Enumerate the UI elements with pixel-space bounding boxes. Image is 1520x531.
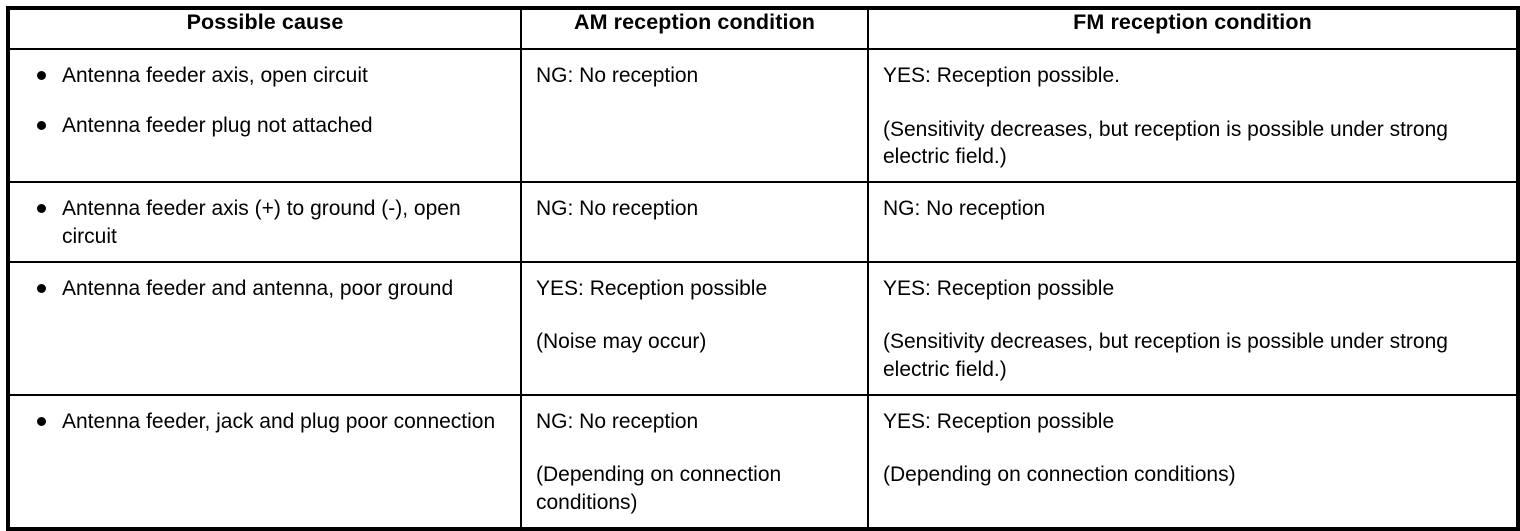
cause-list: Antenna feeder axis, open circuit Antenn…	[24, 62, 510, 139]
cause-cell-content: Antenna feeder, jack and plug poor conne…	[10, 396, 520, 446]
fm-result-text: YES: Reception possible	[883, 276, 1115, 300]
cell-am-condition: NG: No reception	[520, 181, 869, 263]
am-result-text: YES: Reception possible	[536, 276, 768, 300]
cause-text: Antenna feeder plug not attached	[62, 113, 373, 137]
cause-list: Antenna feeder, jack and plug poor conne…	[24, 408, 510, 436]
bullet-icon	[37, 283, 46, 293]
header-row: Possible cause AM reception condition FM…	[7, 7, 1519, 50]
am-result-text: NG: No reception	[536, 409, 699, 433]
bullet-icon	[37, 416, 46, 426]
fm-result-text: YES: Reception possible.	[883, 64, 1120, 87]
fm-note-text: (Sensitivity decreases, but reception is…	[883, 330, 1448, 382]
table-row: Antenna feeder and antenna, poor ground …	[7, 260, 1519, 396]
cause-text: Antenna feeder and antenna, poor ground	[62, 276, 454, 300]
cause-text: Antenna feeder axis (+) to ground (-), o…	[62, 197, 461, 248]
cause-text: Antenna feeder, jack and plug poor conne…	[62, 409, 496, 433]
list-item: Antenna feeder and antenna, poor ground	[24, 275, 510, 303]
cell-fm-condition: YES: Reception possible. (Sensitivity de…	[867, 47, 1519, 184]
fm-result-text: NG: No reception	[883, 197, 1046, 221]
cell-possible-cause: Antenna feeder and antenna, poor ground	[7, 260, 522, 396]
cell-am-condition: NG: No reception	[520, 47, 869, 184]
am-note-text: (Depending on connection conditions)	[536, 463, 782, 515]
table-row: Antenna feeder axis, open circuit Antenn…	[7, 47, 1519, 184]
cause-list: Antenna feeder axis (+) to ground (-), o…	[24, 195, 510, 250]
fm-cell-content: YES: Reception possible. (Sensitivity de…	[869, 50, 1516, 181]
bullet-icon	[37, 120, 46, 130]
cell-am-condition: YES: Reception possible (Noise may occur…	[520, 260, 869, 396]
table-row: Antenna feeder, jack and plug poor conne…	[7, 393, 1519, 530]
column-header-fm-reception-condition: FM reception condition	[867, 7, 1519, 50]
cell-fm-condition: NG: No reception	[867, 181, 1519, 263]
am-result-text: NG: No reception	[536, 64, 699, 87]
am-result-text: NG: No reception	[536, 197, 699, 221]
cell-fm-condition: YES: Reception possible (Depending on co…	[867, 393, 1519, 530]
table-body: Antenna feeder axis, open circuit Antenn…	[7, 47, 1519, 530]
column-header-possible-cause: Possible cause	[7, 7, 522, 50]
cell-possible-cause: Antenna feeder, jack and plug poor conne…	[7, 393, 522, 530]
table-row: Antenna feeder axis (+) to ground (-), o…	[7, 181, 1519, 263]
list-item: Antenna feeder plug not attached	[24, 112, 510, 140]
bullet-icon	[37, 204, 46, 214]
fm-cell-content: YES: Reception possible (Sensitivity dec…	[869, 263, 1516, 394]
list-item: Antenna feeder, jack and plug poor conne…	[24, 408, 510, 436]
cause-list: Antenna feeder and antenna, poor ground	[24, 275, 510, 303]
cell-fm-condition: YES: Reception possible (Sensitivity dec…	[867, 260, 1519, 396]
table-sheet: Possible cause AM reception condition FM…	[6, 6, 1520, 531]
am-cell-content: NG: No reception	[522, 50, 867, 100]
fm-note-text: (Depending on connection conditions)	[883, 463, 1236, 487]
column-header-am-reception-condition: AM reception condition	[520, 7, 869, 50]
cause-cell-content: Antenna feeder axis (+) to ground (-), o…	[10, 183, 520, 260]
cause-cell-content: Antenna feeder and antenna, poor ground	[10, 263, 520, 313]
fm-result-text: YES: Reception possible	[883, 409, 1115, 433]
reception-condition-table: Possible cause AM reception condition FM…	[6, 6, 1520, 531]
am-cell-content: NG: No reception (Depending on connectio…	[522, 396, 867, 527]
am-cell-content: NG: No reception	[522, 183, 867, 233]
cell-possible-cause: Antenna feeder axis (+) to ground (-), o…	[7, 181, 522, 263]
fm-cell-content: YES: Reception possible (Depending on co…	[869, 396, 1516, 499]
fm-note-text: (Sensitivity decreases, but reception is…	[883, 117, 1448, 169]
am-cell-content: YES: Reception possible (Noise may occur…	[522, 263, 867, 366]
bullet-icon	[37, 71, 46, 80]
am-note-text: (Noise may occur)	[536, 330, 707, 354]
fm-cell-content: NG: No reception	[869, 183, 1516, 233]
cell-possible-cause: Antenna feeder axis, open circuit Antenn…	[7, 47, 522, 184]
cause-text: Antenna feeder axis, open circuit	[62, 64, 368, 87]
cause-cell-content: Antenna feeder axis, open circuit Antenn…	[10, 50, 520, 149]
list-item: Antenna feeder axis (+) to ground (-), o…	[24, 195, 510, 250]
cell-am-condition: NG: No reception (Depending on connectio…	[520, 393, 869, 530]
list-item: Antenna feeder axis, open circuit	[24, 62, 510, 90]
table-header: Possible cause AM reception condition FM…	[7, 7, 1519, 50]
